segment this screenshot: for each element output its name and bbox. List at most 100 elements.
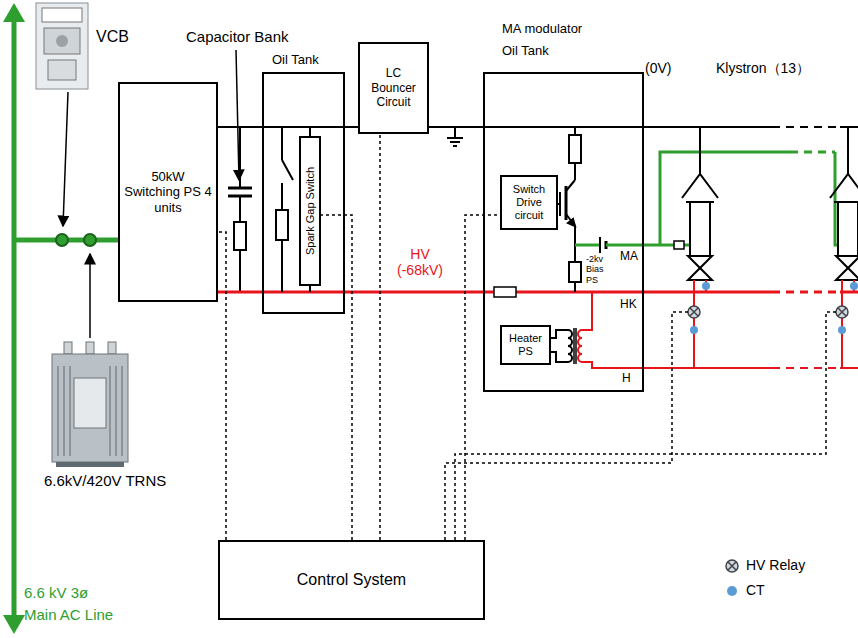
control-signal-line — [218, 232, 226, 540]
signal-name: MA — [620, 250, 638, 264]
switch-drive-box: Switch Drive circuit — [500, 175, 558, 230]
main-ac-line — [84, 234, 96, 246]
control-signal-line — [379, 134, 381, 540]
power-wire — [429, 126, 483, 128]
ma-anode-line — [575, 244, 600, 247]
main-ac-line — [3, 3, 118, 634]
oil-tank-circuit — [262, 126, 345, 128]
bus-lines — [786, 126, 840, 128]
bus-lines — [582, 292, 592, 330]
tank-heading: Oil Tank — [272, 52, 352, 68]
oil-tank-circuit — [262, 127, 345, 292]
ma-modulator-circuit — [568, 219, 575, 226]
transformer-photo — [52, 342, 128, 467]
oil-tank-circuit — [281, 183, 283, 210]
spark-gap-switch: Spark Gap Switch — [299, 136, 321, 286]
klystron-symbol — [688, 268, 712, 280]
control-signal-line — [445, 312, 836, 540]
klystron-symbol — [689, 202, 691, 256]
box-label: 50kW Switching PS 4 units — [120, 169, 216, 216]
control-signal-line — [455, 312, 836, 540]
vcb-photo — [42, 8, 82, 22]
ma-modulator-circuit — [569, 262, 581, 282]
vcb-photo — [48, 60, 76, 80]
vcb-photo — [44, 28, 80, 54]
ma-modulator-circuit — [575, 328, 577, 364]
klystron-symbol — [699, 127, 701, 174]
main-ac-line — [3, 615, 25, 634]
voltage-label: (0V) — [645, 60, 671, 76]
pointer-arrow — [89, 254, 91, 338]
heater-ps-box: Heater PS — [500, 325, 551, 365]
ma-modulator-circuit — [566, 214, 575, 226]
device-label: 6.6kV/420V TRNS — [44, 472, 166, 489]
main-ac-line — [3, 3, 25, 22]
klystron-symbol — [690, 326, 698, 334]
ma-anode-line — [575, 152, 838, 253]
oil-tank-circuit — [309, 286, 311, 292]
transformer-photo — [56, 462, 124, 467]
transformer-photo — [86, 342, 94, 354]
lc-bouncer-box: LC Bouncer Circuit — [358, 42, 429, 134]
box-label: LC Bouncer Circuit — [360, 66, 427, 109]
ma-anode-line — [674, 241, 684, 249]
capacitor-bank-symbol — [239, 196, 241, 222]
control-signal-line — [321, 215, 352, 540]
ma-modulator-circuit — [578, 330, 582, 362]
ma-anode-line — [660, 152, 790, 245]
voltage-label: HV (-68kV) — [392, 246, 448, 278]
legend-text: HV Relay — [746, 557, 805, 573]
klystron-symbol — [709, 202, 711, 256]
ground-symbol — [453, 145, 457, 147]
power-wire — [218, 291, 262, 294]
vcb-photo — [56, 35, 68, 47]
box-label: Heater PS — [502, 332, 549, 358]
pointer-arrow — [236, 50, 239, 180]
bus-lines — [582, 362, 780, 368]
ground-symbol — [454, 127, 456, 138]
pointer-arrow — [63, 92, 68, 226]
control-system-box: Control System — [218, 540, 485, 620]
oil-tank-circuit — [281, 240, 283, 292]
oil-tank-circuit — [262, 291, 345, 294]
transformer-photo — [64, 342, 72, 354]
vcb-photo — [36, 3, 88, 89]
klystron-symbol — [702, 282, 710, 290]
ma-modulator-circuit — [574, 127, 576, 135]
capacitor-bank-symbol — [228, 127, 252, 292]
main-ac-line — [56, 234, 68, 246]
vcb-photo — [36, 3, 88, 89]
oil-tank-circuit — [282, 160, 293, 180]
oil-tank-circuit — [281, 127, 283, 160]
transformer-photo — [108, 342, 116, 354]
device-label: Capacitor Bank — [186, 28, 289, 45]
ground-symbol — [450, 141, 460, 143]
bus-lines — [786, 367, 840, 369]
bus-lines — [483, 126, 780, 128]
legend-symbol — [728, 562, 736, 570]
tank-heading: MA modulator Oil Tank — [502, 18, 594, 62]
ma-modulator-circuit — [494, 127, 582, 364]
box-label: Control System — [295, 570, 408, 589]
oil-tank-circuit — [309, 127, 311, 136]
bus-lines — [483, 291, 780, 294]
ma-anode-line — [599, 237, 601, 253]
power-wire — [345, 291, 483, 294]
ma-modulator-circuit — [573, 328, 575, 364]
box-label: Switch Drive circuit — [502, 183, 556, 223]
power-wire — [218, 126, 262, 128]
bias-ps-label: -2kv Bias PS — [586, 254, 616, 285]
legend-symbol — [726, 560, 738, 596]
capacitor-bank-symbol — [228, 187, 252, 190]
capacitor-bank-symbol — [234, 222, 246, 250]
device-label: VCB — [96, 28, 129, 46]
klystron-symbol — [690, 308, 698, 316]
klystron-symbol — [830, 127, 858, 368]
signal-name: HK — [620, 298, 637, 312]
ma-modulator-circuit — [574, 282, 576, 292]
ac-line-label: Main AC Line — [24, 606, 113, 623]
modulator-oil-tank: MA modulator Oil TankSwitch Drive circui… — [483, 72, 644, 392]
oil-tank: Oil TankSpark Gap Switch — [262, 72, 345, 314]
capacitor-bank-symbol — [239, 250, 241, 292]
